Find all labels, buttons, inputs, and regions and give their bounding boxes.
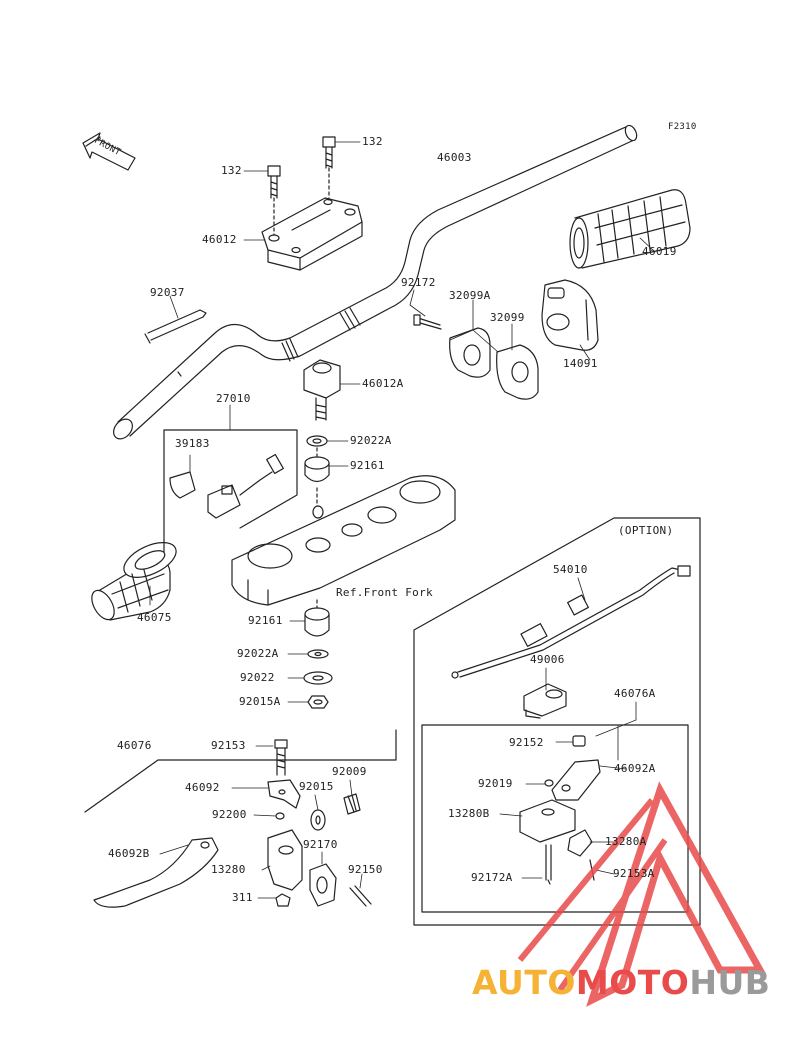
label-92172A: 92172A [471,871,513,884]
nut-92015A [307,695,329,709]
washer-92022A-bottom [307,649,329,659]
label-92152: 92152 [509,736,544,749]
label-46012A: 46012A [362,377,404,390]
label-92019: 92019 [478,777,513,790]
label-27010: 27010 [216,392,251,405]
option-box [413,517,701,926]
label-46092A: 46092A [614,762,656,775]
figure-code: F2310 [668,122,697,132]
label-32099: 32099 [490,311,525,324]
handlebar-drawing [113,124,638,440]
washer-92022A-top [306,435,328,447]
washer-92200-drawing [275,812,285,820]
bolt-92172A-drawing [545,844,552,881]
label-92015A: 92015A [239,695,281,708]
label-39183: 39183 [175,437,210,450]
label-92170: 92170 [303,838,338,851]
label-92037: 92037 [150,286,185,299]
perch-13280-drawing [267,829,303,891]
label-92153: 92153 [211,739,246,752]
upper-clamp-drawing [261,197,363,271]
watermark-hub: HUB [689,963,771,1002]
watermark-auto: AUTO [472,963,576,1002]
label-46076A: 46076A [614,687,656,700]
bracket-13280B-drawing [519,799,576,843]
watermark-text: AUTOMOTOHUB [472,963,770,1002]
watermark-moto: MOTO [575,963,690,1002]
label-13280A: 13280A [605,835,647,848]
bolt-92153-drawing [274,739,288,776]
lower-clamp-drawing [303,359,341,421]
label-32099A: 32099A [449,289,491,302]
label-92150: 92150 [348,863,383,876]
label-46003: 46003 [437,151,472,164]
ref-front-fork-label: Ref.Front Fork [336,586,433,599]
triple-clamp-drawing [231,475,456,606]
adjuster-92009-drawing [343,793,361,815]
screw-92172-drawing [413,314,442,330]
bolt-132-left [267,165,281,199]
label-13280B: 13280B [448,807,490,820]
label-92153A: 92153A [613,867,655,880]
label-46019: 46019 [642,245,677,258]
cap-92152 [572,735,586,747]
label-92161-top: 92161 [350,459,385,472]
label-92161-bottom: 92161 [248,614,283,627]
option-label: (OPTION) [618,524,674,537]
label-92022A-bottom: 92022A [237,647,279,660]
label-46092B: 46092B [108,847,150,860]
clamp-92170-drawing [309,863,337,907]
label-46076: 46076 [117,739,152,752]
label-92009: 92009 [332,765,367,778]
label-92022: 92022 [240,671,275,684]
switch-39183-drawing [169,453,284,519]
nut-92015-drawing [310,809,326,831]
label-132-right: 132 [362,135,383,148]
label-311: 311 [232,891,253,904]
rubber-92161-top [304,456,330,483]
label-92200: 92200 [212,808,247,821]
bolt-92150-drawing [349,885,372,907]
label-46012: 46012 [202,233,237,246]
label-92022A-top: 92022A [350,434,392,447]
watermark-logo-icon [517,781,766,1007]
perch-49006-drawing [523,683,567,719]
switch-housing-drawing [449,327,539,400]
label-46092: 46092 [185,781,220,794]
clamp-13280A-drawing [567,829,593,857]
left-grip-drawing [91,542,177,621]
lever-46092A-drawing [544,759,601,801]
front-arrow-icon [82,132,136,171]
label-46075: 46075 [137,611,172,624]
washer-92022 [303,671,333,685]
label-132-left: 132 [221,164,242,177]
pin-92037-drawing [144,309,207,344]
label-92015: 92015 [299,780,334,793]
cable-54010-drawing [451,565,691,679]
label-54010: 54010 [553,563,588,576]
label-13280: 13280 [211,863,246,876]
label-49006: 49006 [530,653,565,666]
throttle-housing-drawing [541,279,599,351]
nut-311-drawing [275,893,291,907]
label-14091: 14091 [563,357,598,370]
throttle-grip-drawing [569,189,691,269]
label-92172: 92172 [401,276,436,289]
lever-46092B-drawing [93,837,219,908]
lever-46092-drawing [267,779,301,809]
rubber-92161-bottom [304,607,330,637]
bolt-132-right [322,136,336,169]
